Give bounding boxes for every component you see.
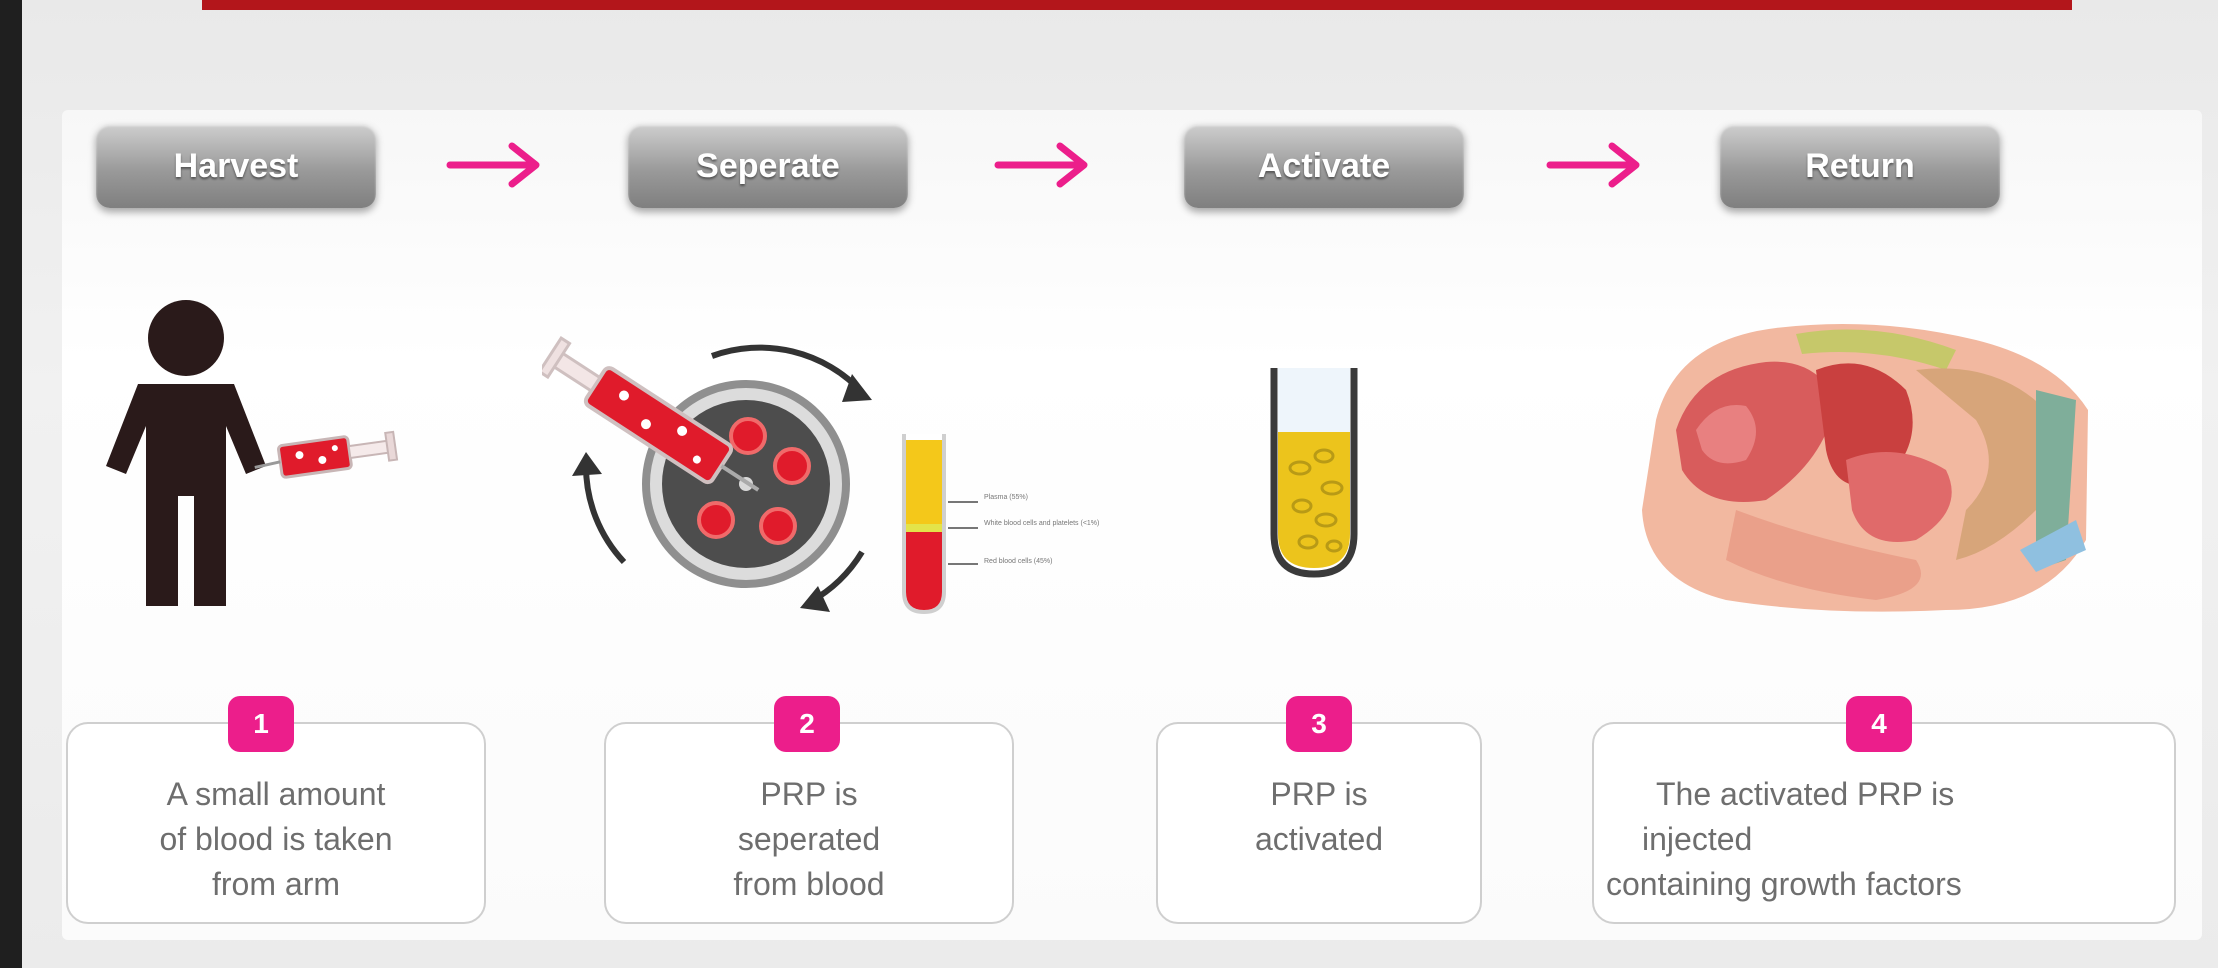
step-3-caption: PRP is activated	[1156, 722, 1482, 924]
arrow-right-icon	[1546, 142, 1640, 188]
person-blood-draw-icon	[106, 300, 399, 606]
caption-line: activated	[1254, 821, 1384, 857]
step-1-title: Harvest	[96, 124, 376, 208]
caption-line: PRP is	[760, 776, 858, 812]
anatomy-cross-section-icon	[1642, 324, 2088, 612]
step-2-title: Seperate	[628, 124, 908, 208]
centrifuge-icon	[542, 335, 978, 615]
arrow-right-icon	[446, 142, 540, 188]
caption-line: seperated	[737, 821, 881, 857]
caption-line: A small amount	[166, 776, 386, 812]
caption-line: injected	[1642, 821, 1753, 857]
slide: Harvest Seperate Activate Return	[22, 0, 2218, 968]
header-bar	[202, 0, 2072, 10]
test-tube-icon	[1270, 368, 1358, 578]
step-4-badge: 4	[1846, 696, 1912, 752]
step-1-badge: 1	[228, 696, 294, 752]
caption-line: from arm	[212, 866, 340, 902]
caption-line: The activated PRP is	[1656, 776, 1955, 812]
caption-line: PRP is	[1270, 776, 1368, 812]
tube-label-red-cells: Red blood cells (45%)	[984, 558, 1053, 565]
caption-line: containing growth factors	[1606, 866, 1962, 902]
step-2-caption: PRP is seperated from blood	[604, 722, 1014, 924]
step-2-badge: 2	[774, 696, 840, 752]
caption-line: of blood is taken	[159, 821, 393, 857]
tube-label-white-cells: White blood cells and platelets (<1%)	[984, 520, 1100, 527]
caption-line: from blood	[733, 866, 885, 902]
step-3-title: Activate	[1184, 124, 1464, 208]
step-4-caption: The activated PRP is injected containing…	[1592, 722, 2176, 924]
step-3-badge: 3	[1286, 696, 1352, 752]
arrow-right-icon	[994, 142, 1088, 188]
tube-label-plasma: Plasma (55%)	[984, 494, 1028, 501]
step-1-caption: A small amount of blood is taken from ar…	[66, 722, 486, 924]
step-4-title: Return	[1720, 124, 2000, 208]
